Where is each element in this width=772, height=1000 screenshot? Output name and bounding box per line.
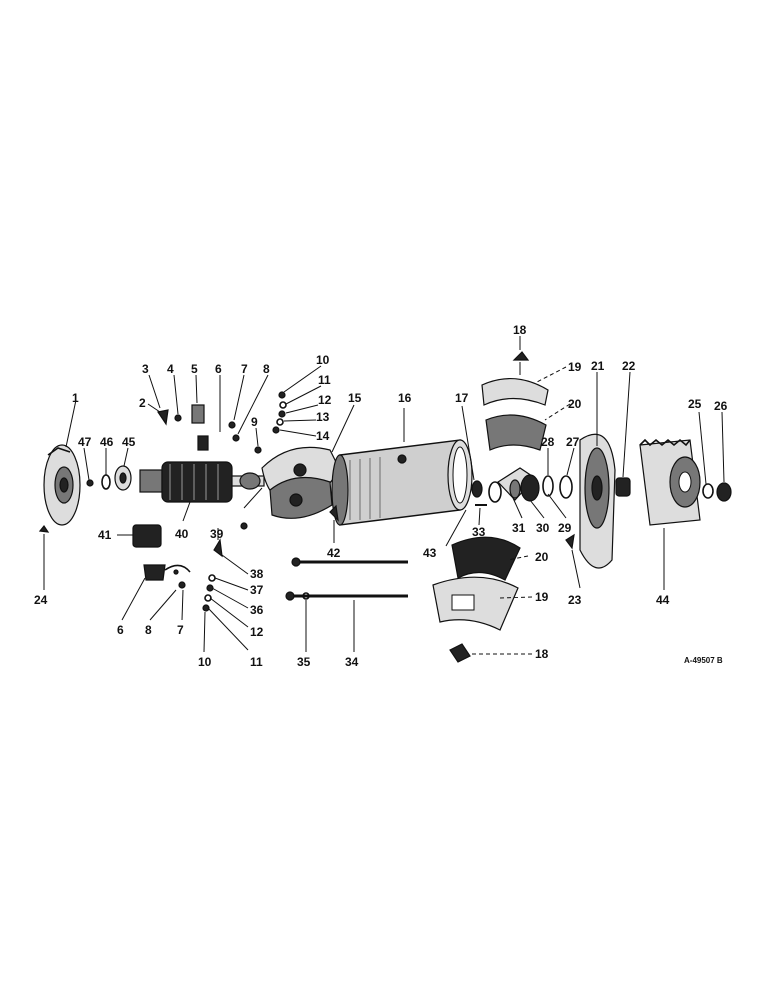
drive-housing-part xyxy=(579,433,616,569)
cover-band-bottom-part xyxy=(432,536,521,663)
field-frame-part xyxy=(331,439,473,526)
callout-40: 40 xyxy=(175,527,189,541)
callout-10-bottom: 10 xyxy=(198,655,212,669)
callout-25: 25 xyxy=(688,397,702,411)
callout-7-bottom: 7 xyxy=(177,623,184,637)
callout-11-bottom: 11 xyxy=(250,655,263,669)
callout-39: 39 xyxy=(210,527,224,541)
callout-29: 29 xyxy=(558,521,572,535)
callout-11-top: 11 xyxy=(318,373,331,387)
end-plate-part xyxy=(43,444,81,526)
callout-18-top: 18 xyxy=(513,323,527,337)
callout-2: 2 xyxy=(139,396,146,410)
callout-13: 13 xyxy=(316,410,330,424)
callout-18-bottom: 18 xyxy=(535,647,549,661)
callout-20-top: 20 xyxy=(568,397,582,411)
callout-7-top: 7 xyxy=(241,362,248,376)
callout-35: 35 xyxy=(297,655,311,669)
callout-30: 30 xyxy=(536,521,550,535)
callout-6-bottom: 6 xyxy=(117,623,124,637)
callout-5: 5 xyxy=(191,362,198,376)
callout-14: 14 xyxy=(316,429,330,443)
callout-21: 21 xyxy=(591,359,605,373)
cover-band-top-part xyxy=(481,351,549,451)
callout-20-bottom: 20 xyxy=(535,550,549,564)
callout-19-bottom: 19 xyxy=(535,590,549,604)
callout-12-top: 12 xyxy=(318,393,332,407)
callout-8-bottom: 8 xyxy=(145,623,152,637)
callout-6-top: 6 xyxy=(215,362,222,376)
ring-part xyxy=(559,475,573,499)
callout-23: 23 xyxy=(568,593,582,607)
callout-45: 45 xyxy=(122,435,136,449)
callout-46: 46 xyxy=(100,435,114,449)
callout-17: 17 xyxy=(455,391,469,405)
nut-26-part xyxy=(716,482,732,502)
callout-8-top: 8 xyxy=(263,362,270,376)
callout-3: 3 xyxy=(142,362,149,376)
callout-33: 33 xyxy=(472,525,486,539)
callout-1: 1 xyxy=(72,391,79,405)
callout-41: 41 xyxy=(98,528,112,542)
through-bolts-part xyxy=(285,557,408,601)
small-hardware-top xyxy=(157,391,287,454)
callout-28: 28 xyxy=(541,435,555,449)
callout-9: 9 xyxy=(251,415,258,429)
callout-44: 44 xyxy=(656,593,670,607)
callout-38: 38 xyxy=(250,567,264,581)
washer-25-part xyxy=(702,483,714,499)
callout-15: 15 xyxy=(348,391,362,405)
armature-part xyxy=(139,461,265,503)
callout-43: 43 xyxy=(423,546,437,560)
callout-31: 31 xyxy=(512,521,526,535)
callout-34: 34 xyxy=(345,655,359,669)
callout-36: 36 xyxy=(250,603,264,617)
small-screws xyxy=(38,504,575,550)
callout-16: 16 xyxy=(398,391,412,405)
callout-10-top: 10 xyxy=(316,353,330,367)
callout-4: 4 xyxy=(167,362,174,376)
callout-27: 27 xyxy=(566,435,580,449)
bushing-part xyxy=(615,477,631,497)
callout-19-top: 19 xyxy=(568,360,582,374)
callout-26: 26 xyxy=(714,399,728,413)
callout-12-bottom: 12 xyxy=(250,625,264,639)
callout-37: 37 xyxy=(250,583,264,597)
washer-part xyxy=(471,480,483,498)
callout-labels: 1 2 3 4 5 6 7 8 9 10 11 12 13 14 15 16 1… xyxy=(34,323,728,669)
callout-22: 22 xyxy=(622,359,636,373)
drive-pinion-part xyxy=(639,438,701,526)
reference-code: A-49507 B xyxy=(684,656,723,665)
callout-47: 47 xyxy=(78,435,92,449)
leader-lines xyxy=(43,336,725,655)
callout-24: 24 xyxy=(34,593,48,607)
brush-parts xyxy=(132,524,191,581)
brush-frame-part xyxy=(261,446,341,519)
bearing-parts xyxy=(488,467,554,503)
small-rings-part xyxy=(86,465,132,491)
callout-42: 42 xyxy=(327,546,341,560)
